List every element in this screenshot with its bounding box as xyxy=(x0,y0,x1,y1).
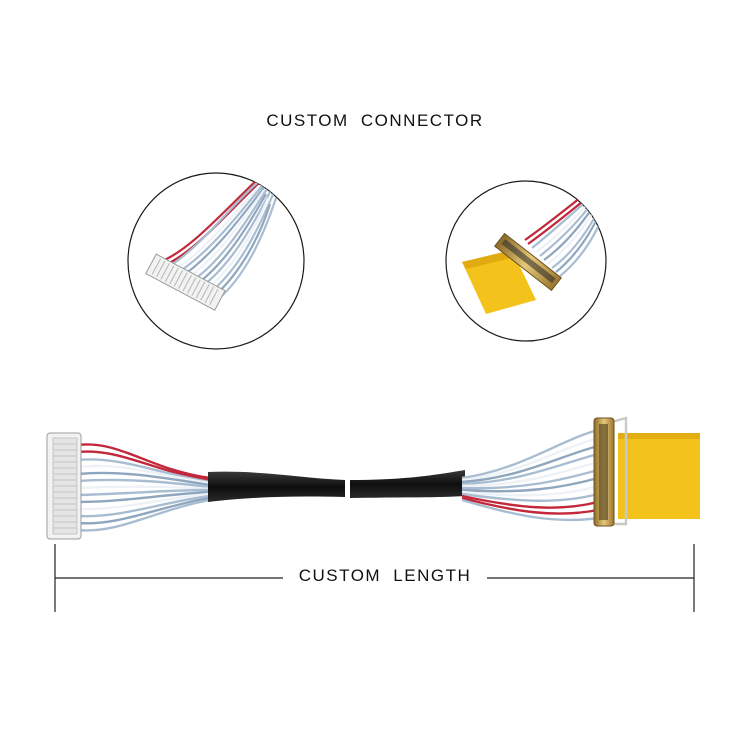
left-wire-bundle xyxy=(77,443,211,532)
left-connector-detail-circle xyxy=(127,172,305,350)
cable-assembly xyxy=(46,416,700,540)
right-gold-connector xyxy=(593,416,700,527)
custom-connector-heading: CUSTOM CONNECTOR xyxy=(266,111,484,130)
custom-length-label: CUSTOM LENGTH xyxy=(283,566,487,586)
left-white-connector xyxy=(46,432,82,540)
right-wire-bundle xyxy=(461,428,599,522)
right-connector-detail-circle xyxy=(445,180,607,342)
